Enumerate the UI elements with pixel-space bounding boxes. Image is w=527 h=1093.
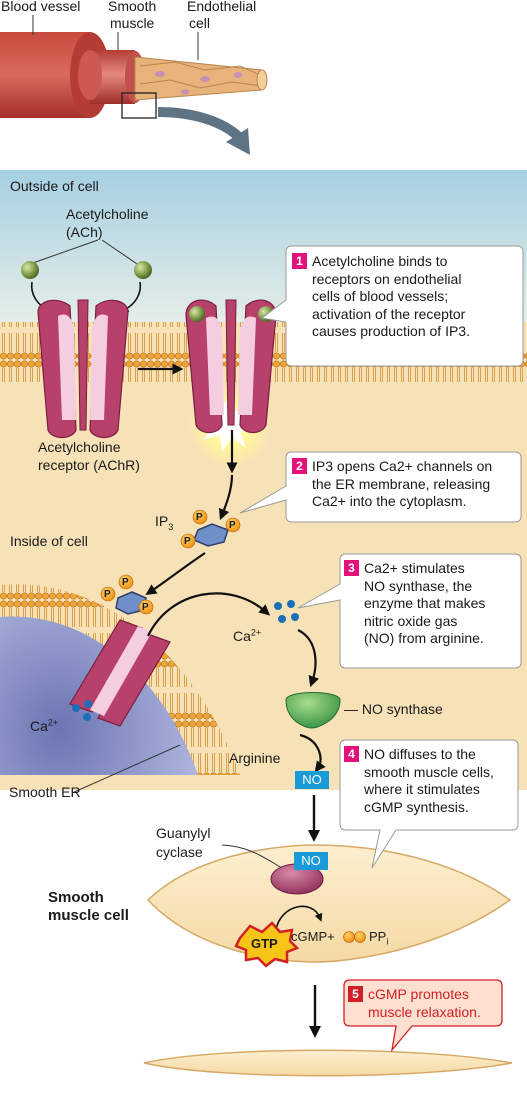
er-leader-line xyxy=(71,744,181,794)
acetylcholine-receptor-active xyxy=(185,299,277,467)
ppi-circle-1 xyxy=(343,931,355,943)
ca-ions-cytoplasm xyxy=(274,600,299,623)
er-calcium-channel xyxy=(69,619,171,727)
step-3-text: enzyme that makes xyxy=(364,595,486,611)
step-3-text: (NO) from arginine. xyxy=(364,630,484,646)
step-1-text: causes production of IP3. xyxy=(312,323,470,339)
arrow-arginine-to-no xyxy=(299,733,326,773)
endothelial-label-line2: cell xyxy=(189,15,211,31)
phosphate-label: P xyxy=(184,536,191,547)
step-2-text: IP3 opens Ca2+ channels on xyxy=(312,458,493,474)
phosphate-label: P xyxy=(104,589,111,600)
ca-text: Ca xyxy=(233,628,251,644)
phosphate-label: P xyxy=(122,577,129,588)
acetylcholine-molecules xyxy=(21,239,152,312)
ppi-sub: i xyxy=(386,936,389,947)
step-1-callout: 1 Acetylcholine binds to receptors on end… xyxy=(292,253,520,341)
step-2-text: the ER membrane, releasing xyxy=(312,475,491,492)
step-1-line: 1 Acetylcholine binds to xyxy=(292,253,520,271)
step-3-text: NO synthase, the xyxy=(364,577,473,594)
step-1-text: Acetylcholine binds to xyxy=(312,253,448,269)
gtp-label: GTP xyxy=(251,936,278,951)
step-1-text: cells of blood vessels; xyxy=(312,288,449,304)
ca-label-er: Ca2+ xyxy=(30,718,58,735)
no-synthase-enzyme xyxy=(285,692,341,729)
ip3-text: IP xyxy=(155,513,169,529)
no-synthase-label: — NO synthase xyxy=(344,701,443,717)
step-1-text: activation of the receptor xyxy=(312,305,466,322)
step-4-badge: 4 xyxy=(344,746,359,762)
cgmp-label: cGMP+ xyxy=(291,929,335,944)
step-2-text: Ca2+ into the cytoplasm. xyxy=(312,493,467,509)
step-1-text: receptors on endothelial xyxy=(312,270,462,287)
er-bottom-fill xyxy=(0,775,240,790)
ca-label-cytoplasm: Ca2+ xyxy=(233,628,261,645)
step-4-text: where it stimulates xyxy=(364,781,480,797)
blood-vessel-illustration xyxy=(0,15,268,155)
gtp-burst xyxy=(234,921,300,968)
outside-of-cell-label: Outside of cell xyxy=(10,178,99,194)
relaxed-muscle-cell xyxy=(143,1049,513,1077)
smooth-muscle-cell-label-line2: muscle cell xyxy=(48,907,129,924)
step-2-callout: 2 IP3 opens Ca2+ channels on the ER membr… xyxy=(292,458,520,511)
arrow-gtp-cgmp xyxy=(275,905,323,931)
step-5-callout: 5 cGMP promotes muscle relaxation. xyxy=(348,986,502,1021)
acetylcholine-receptor-inactive xyxy=(37,299,129,439)
arrow-ca-release xyxy=(147,592,271,637)
phosphate-label: P xyxy=(229,520,236,531)
arginine-label: Arginine xyxy=(229,750,281,766)
blood-vessel-label: Blood vessel xyxy=(1,0,81,14)
guanylyl-label-line2: cyclase xyxy=(156,844,203,860)
phosphate-label: P xyxy=(196,512,203,523)
step-2-badge: 2 xyxy=(292,458,307,474)
ach-label-line2: (ACh) xyxy=(66,224,103,240)
ppi-text: PP xyxy=(369,929,387,944)
ip3-label: IP3 xyxy=(155,513,174,532)
step-5-text: cGMP promotes xyxy=(368,986,469,1002)
guanylyl-leader xyxy=(221,844,283,869)
step-5-badge: 5 xyxy=(348,986,363,1002)
phosphate-label: P xyxy=(142,602,149,613)
step-1-badge: 1 xyxy=(292,253,307,269)
ca-ions-er xyxy=(72,700,92,721)
ppi-circle-2 xyxy=(354,931,366,943)
achr-label-line2: receptor (AChR) xyxy=(38,457,140,473)
step-4-text: cGMP synthesis. xyxy=(364,798,469,815)
ca-sup: 2+ xyxy=(250,627,262,638)
no-chip: NO xyxy=(295,771,329,789)
ppi-label: PPi xyxy=(369,928,389,947)
step-3-callout: 3 Ca2+ stimulates NO synthase, the enzyme… xyxy=(344,560,520,648)
step-4-text: smooth muscle cells, xyxy=(364,763,494,780)
smooth-muscle-label-line1: Smooth xyxy=(108,0,157,14)
step-5-text: muscle relaxation. xyxy=(368,1003,481,1020)
inside-of-cell-label: Inside of cell xyxy=(10,533,88,549)
achr-label-line1: Acetylcholine xyxy=(38,439,121,455)
ip3-molecule-2 xyxy=(100,574,154,615)
ach-label-line1: Acetylcholine xyxy=(66,206,149,222)
step-3-text: nitric oxide gas xyxy=(364,612,458,629)
step-4-text: NO diffuses to the xyxy=(364,746,476,762)
smooth-er-label: Smooth ER xyxy=(9,784,81,800)
callout-boxes xyxy=(239,245,524,1053)
arrow-ip3-to-er xyxy=(145,552,206,596)
arrow-ip3-produced xyxy=(218,474,234,521)
ip3-molecule-1 xyxy=(180,509,241,549)
ip3-sub: 3 xyxy=(168,521,174,532)
ca-text: Ca xyxy=(30,718,48,734)
smooth-muscle-label-line2: muscle xyxy=(110,15,155,31)
guanylyl-label-line1: Guanylyl xyxy=(156,825,211,841)
ca-sup: 2+ xyxy=(47,717,59,728)
step-3-text: Ca2+ stimulates xyxy=(364,560,465,576)
step-4-callout: 4 NO diffuses to the smooth muscle cells,… xyxy=(344,746,518,816)
step-3-badge: 3 xyxy=(344,560,359,576)
endothelial-label-line1: Endothelial xyxy=(187,0,257,14)
no-chip-muscle: NO xyxy=(294,852,328,870)
smooth-muscle-cell-label-line1: Smooth xyxy=(48,889,104,906)
arrow-to-nos xyxy=(297,629,320,688)
